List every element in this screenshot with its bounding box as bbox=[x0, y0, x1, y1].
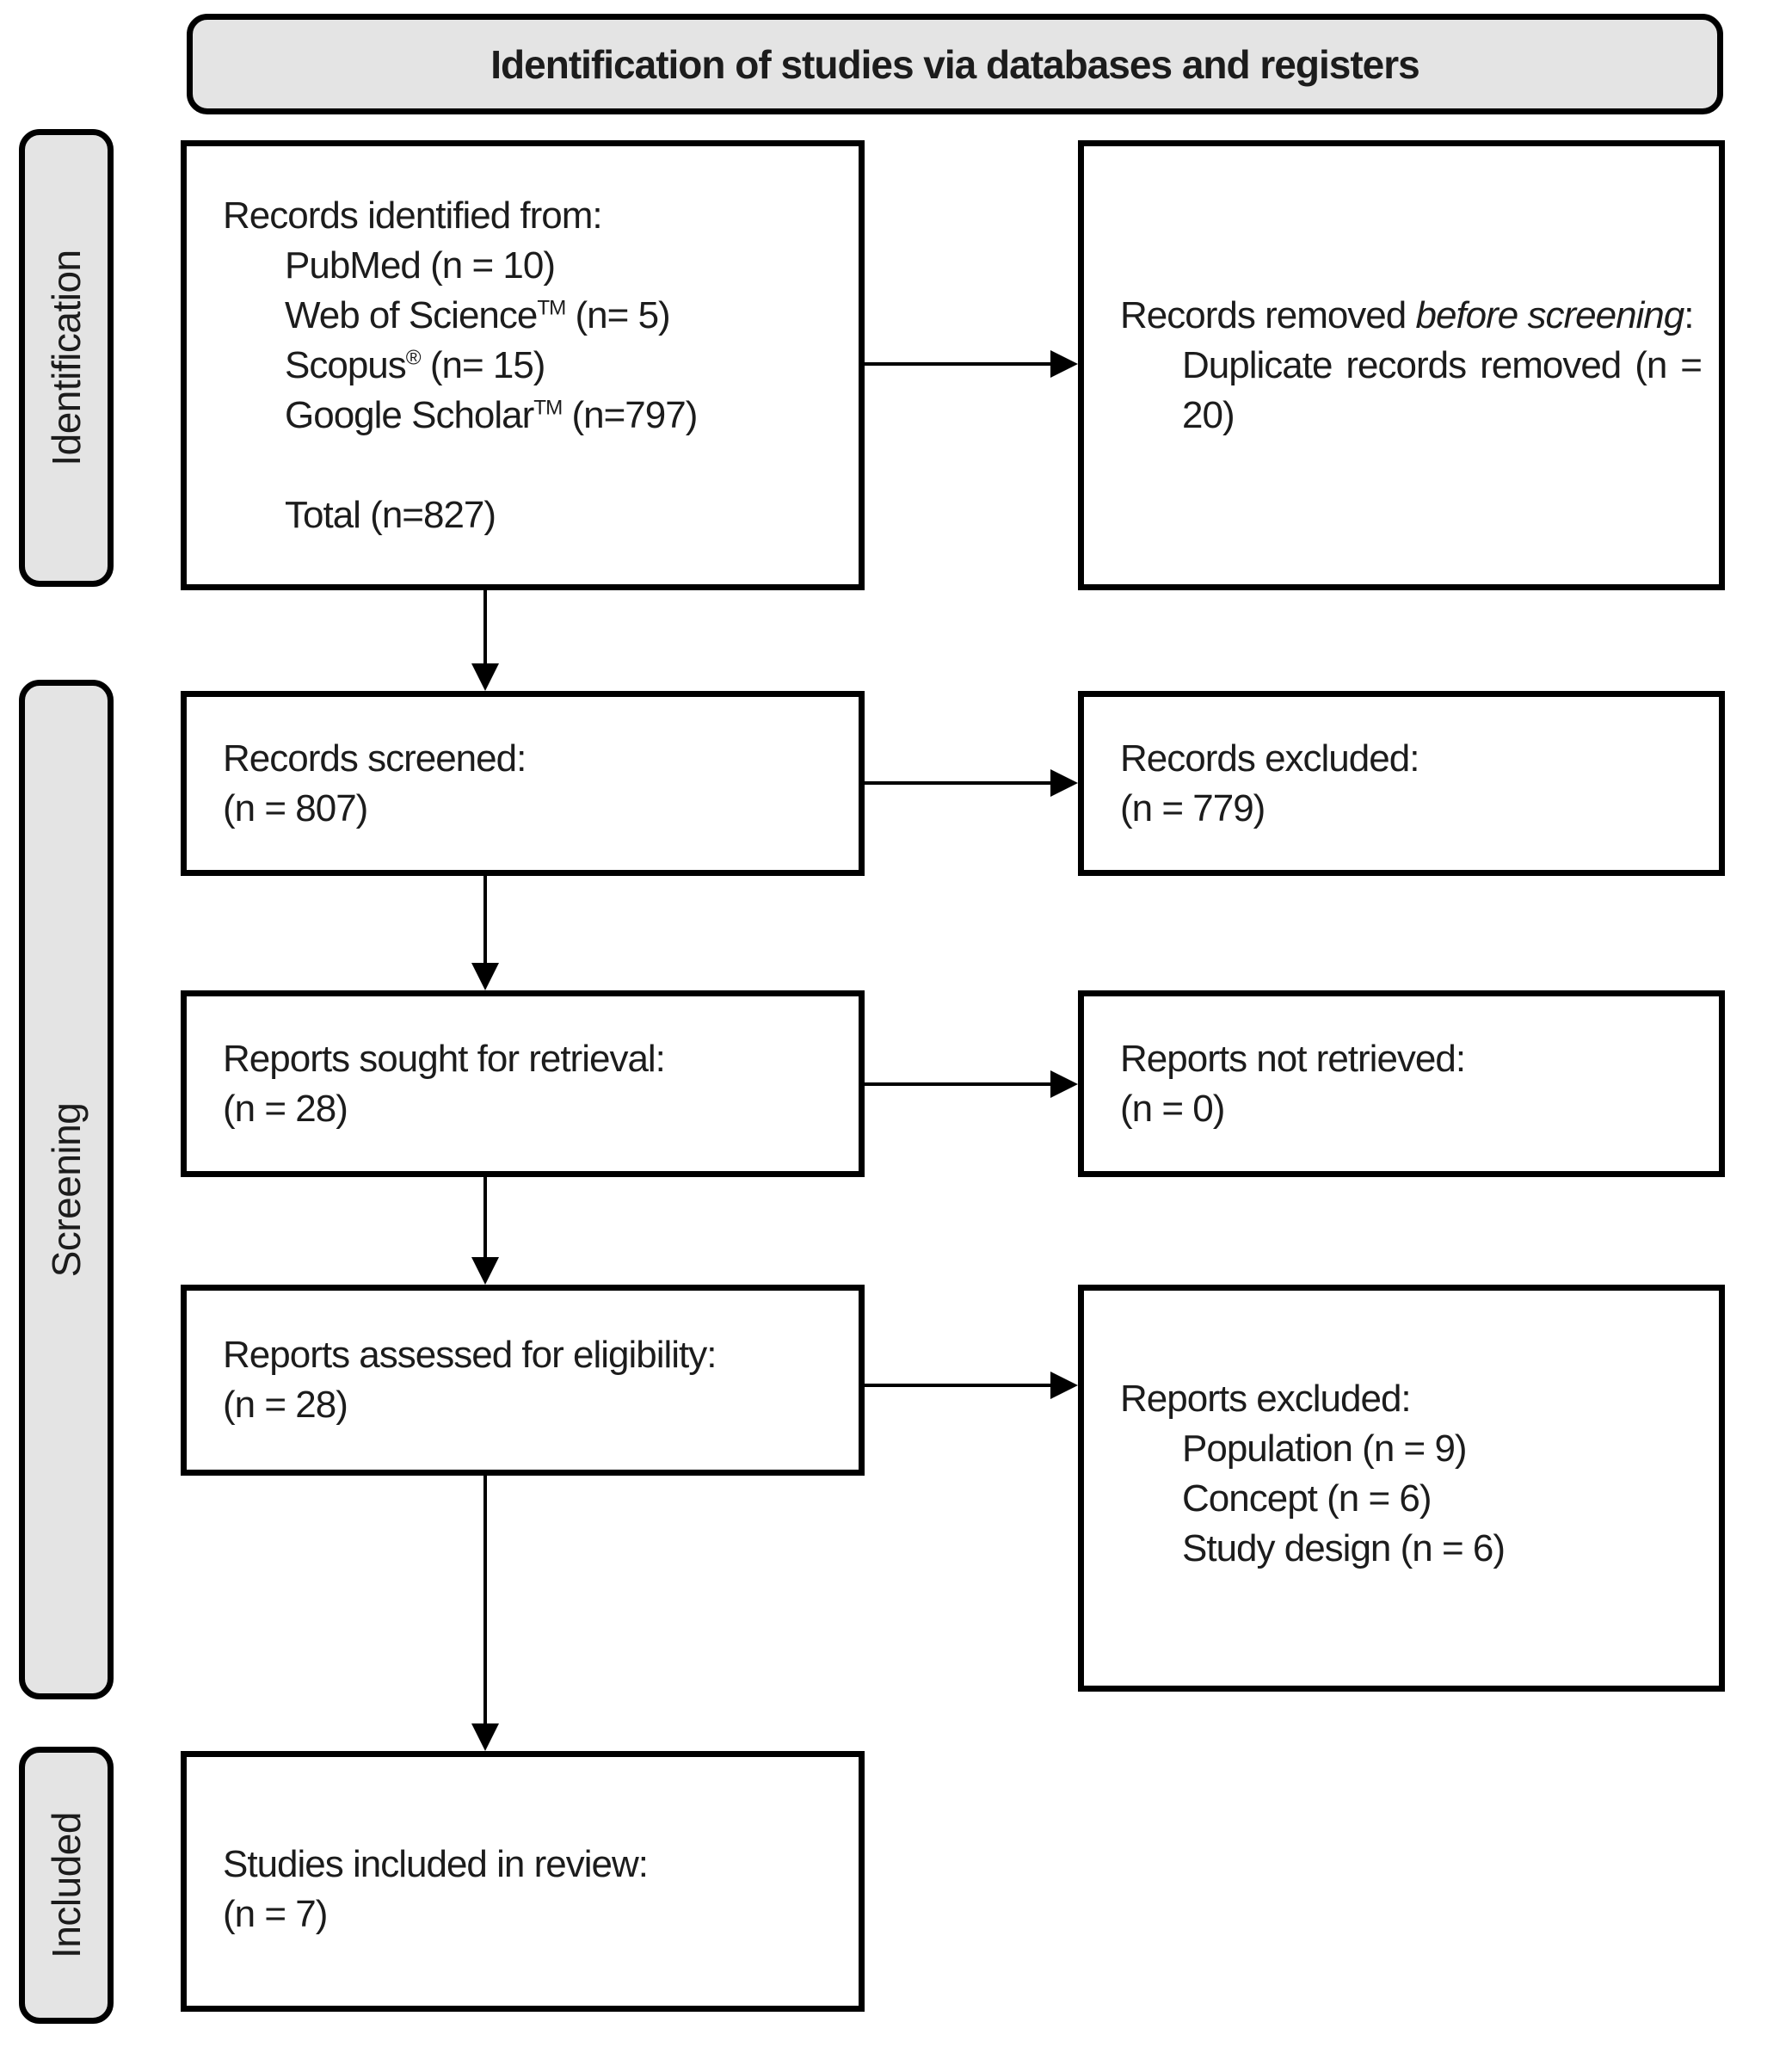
box-records-removed: Records removed before screening: Duplic… bbox=[1078, 140, 1725, 590]
reports-excluded-title: Reports excluded: bbox=[1120, 1378, 1412, 1420]
database-source-item: Scopus® (n= 15) bbox=[285, 343, 545, 386]
reports-assessed-line1: Reports assessed for eligibility: bbox=[223, 1334, 717, 1376]
box-reports-not-retrieved: Reports not retrieved: (n = 0) bbox=[1078, 990, 1725, 1177]
arrow-assessed-to-included bbox=[483, 1476, 487, 1723]
reports-sought-count: (n = 28) bbox=[223, 1087, 348, 1130]
arrow-sought-to-assessed bbox=[483, 1177, 487, 1257]
reports-assessed-count: (n = 28) bbox=[223, 1384, 348, 1426]
box-studies-included: Studies included in review: (n = 7) bbox=[181, 1751, 865, 2012]
box-reports-sought: Reports sought for retrieval: (n = 28) bbox=[181, 990, 865, 1177]
box-reports-assessed: Reports assessed for eligibility: (n = 2… bbox=[181, 1285, 865, 1476]
records-identified-title: Records identified from: bbox=[223, 194, 603, 237]
reports-not-retrieved-line1: Reports not retrieved: bbox=[1120, 1037, 1466, 1080]
records-removed-title: Records removed before screening: bbox=[1120, 293, 1695, 336]
arrow-screened-to-excluded bbox=[863, 781, 1050, 785]
reports-excluded-reasons: Population (n = 9) Concept (n = 6) Study… bbox=[1120, 1424, 1702, 1574]
box-records-excluded: Records excluded: (n = 779) bbox=[1078, 691, 1725, 876]
exclusion-reason-item: Study design (n = 6) bbox=[1182, 1527, 1506, 1569]
exclusion-reason-item: Concept (n = 6) bbox=[1182, 1477, 1432, 1520]
database-source-item: PubMed (n = 10) bbox=[285, 244, 556, 287]
exclusion-reason-item: Population (n = 9) bbox=[1182, 1427, 1468, 1470]
records-removed-detail: Duplicate records removed (n = 20) bbox=[1182, 343, 1703, 436]
database-source-item: Web of ScienceTM (n= 5) bbox=[285, 293, 671, 336]
records-screened-count: (n = 807) bbox=[223, 786, 368, 829]
stage-label-screening: Screening bbox=[19, 680, 114, 1699]
arrow-identified-to-screened bbox=[483, 590, 487, 663]
reports-not-retrieved-count: (n = 0) bbox=[1120, 1087, 1225, 1130]
stage-label-included: Included bbox=[19, 1747, 114, 2024]
box-reports-excluded: Reports excluded: Population (n = 9) Con… bbox=[1078, 1285, 1725, 1692]
stage-label-included-text: Included bbox=[44, 1812, 89, 1958]
arrow-sought-to-not-retrieved bbox=[863, 1082, 1050, 1086]
arrow-identified-to-removed bbox=[863, 362, 1050, 366]
arrow-screened-to-sought bbox=[483, 876, 487, 963]
studies-included-line1: Studies included in review: bbox=[223, 1842, 649, 1885]
records-excluded-count: (n = 779) bbox=[1120, 786, 1265, 829]
blank-line bbox=[223, 441, 841, 490]
records-screened-line1: Records screened: bbox=[223, 737, 527, 780]
stage-label-identification-text: Identification bbox=[44, 250, 89, 466]
records-identified-total: Total (n=827) bbox=[285, 493, 496, 536]
diagram-title: Identification of studies via databases … bbox=[490, 41, 1419, 87]
arrow-assessed-to-reports-excluded bbox=[863, 1384, 1050, 1387]
stage-label-screening-text: Screening bbox=[44, 1102, 89, 1277]
records-identified-sources: PubMed (n = 10) Web of ScienceTM (n= 5) … bbox=[223, 241, 841, 441]
records-excluded-line1: Records excluded: bbox=[1120, 737, 1419, 780]
box-records-screened: Records screened: (n = 807) bbox=[181, 691, 865, 876]
stage-label-identification: Identification bbox=[19, 129, 114, 587]
database-source-item: Google ScholarTM (n=797) bbox=[285, 393, 698, 436]
studies-included-count: (n = 7) bbox=[223, 1892, 328, 1935]
box-records-identified: Records identified from: PubMed (n = 10)… bbox=[181, 140, 865, 590]
diagram-header: Identification of studies via databases … bbox=[187, 14, 1723, 114]
reports-sought-line1: Reports sought for retrieval: bbox=[223, 1037, 666, 1080]
